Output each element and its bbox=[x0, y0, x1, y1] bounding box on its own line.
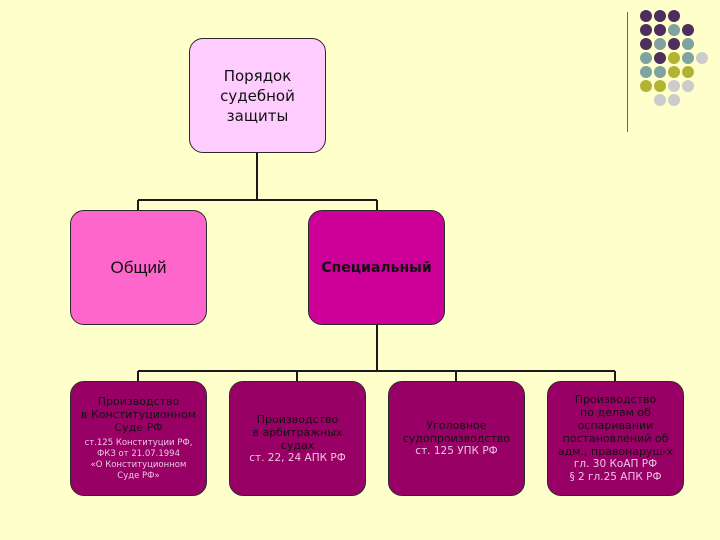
leaf-node-arbitration: Производство в арбитражных судах ст. 22,… bbox=[229, 381, 366, 496]
decorative-dot-grid bbox=[640, 10, 710, 120]
leaf-reference: ст. 125 УПК РФ bbox=[415, 445, 497, 458]
decorative-dot bbox=[668, 38, 680, 50]
decorative-dot bbox=[682, 52, 694, 64]
decorative-dot bbox=[640, 52, 652, 64]
decorative-dot bbox=[654, 66, 666, 78]
leaf-node-constitutional: Производство в Конституционном Суде РФ с… bbox=[70, 381, 207, 496]
decorative-dot bbox=[654, 10, 666, 22]
leaf-title: Производство в арбитражных судах bbox=[252, 413, 342, 452]
general-node-label: Общий bbox=[111, 258, 167, 278]
decorative-dot bbox=[668, 80, 680, 92]
decorative-dot bbox=[668, 24, 680, 36]
leaf-node-administrative: Производство по делам об оспаривании пос… bbox=[547, 381, 684, 496]
decorative-dot bbox=[668, 52, 680, 64]
leaf-node-criminal: Уголовное судопроизводство ст. 125 УПК Р… bbox=[388, 381, 525, 496]
leaf-reference: ст. 22, 24 АПК РФ bbox=[249, 452, 346, 465]
decorative-dot bbox=[668, 10, 680, 22]
leaf-title: Производство в Конституционном Суде РФ bbox=[81, 395, 196, 434]
decorative-dot bbox=[682, 38, 694, 50]
decorative-dot bbox=[640, 66, 652, 78]
decorative-dot bbox=[654, 52, 666, 64]
decorative-dot bbox=[640, 80, 652, 92]
decorative-dot bbox=[668, 94, 680, 106]
root-node-label: Порядок судебной защиты bbox=[220, 66, 295, 126]
decorative-dot bbox=[682, 80, 694, 92]
leaf-reference: ст.125 Конституции РФ, ФКЗ от 21.07.1994… bbox=[85, 438, 193, 482]
decorative-dot bbox=[654, 24, 666, 36]
leaf-title: Уголовное судопроизводство bbox=[403, 419, 510, 445]
decorative-dot bbox=[654, 80, 666, 92]
decorative-dot bbox=[682, 66, 694, 78]
general-node: Общий bbox=[70, 210, 207, 325]
special-node: Специальный bbox=[308, 210, 445, 325]
root-node: Порядок судебной защиты bbox=[189, 38, 326, 153]
decorative-dot bbox=[668, 66, 680, 78]
leaf-title: Производство по делам об оспаривании пос… bbox=[558, 393, 673, 458]
decorative-dot bbox=[654, 94, 666, 106]
special-node-label: Специальный bbox=[321, 260, 431, 276]
decorative-dot bbox=[640, 10, 652, 22]
leaf-reference: гл. 30 КоАП РФ § 2 гл.25 АПК РФ bbox=[569, 458, 661, 484]
decorative-dot bbox=[654, 38, 666, 50]
decorative-dot bbox=[640, 24, 652, 36]
decorative-dot bbox=[696, 52, 708, 64]
decorative-vertical-line bbox=[627, 12, 628, 132]
decorative-dot bbox=[682, 24, 694, 36]
decorative-dot bbox=[640, 38, 652, 50]
